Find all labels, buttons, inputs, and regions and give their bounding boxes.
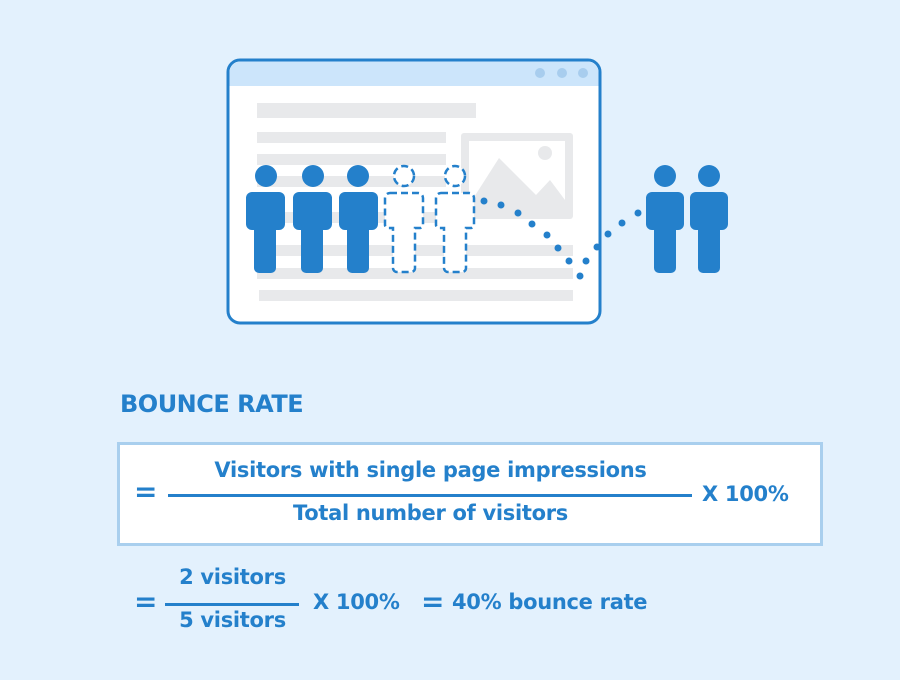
example-numerator: 2 visitors <box>179 565 286 589</box>
fraction-line <box>168 494 692 497</box>
equals-sign: = <box>134 475 158 508</box>
section-title: BOUNCE RATE <box>120 390 304 418</box>
visitor-left-icon <box>690 165 728 273</box>
formula-numerator: Visitors with single page impressions <box>214 458 647 482</box>
exit-path-dots <box>480 197 642 280</box>
example-denominator: 5 visitors <box>179 608 286 632</box>
window-dot-icon <box>535 68 545 78</box>
fraction-line <box>165 603 299 606</box>
browser-window <box>226 58 602 325</box>
equals-sign: = <box>134 585 158 618</box>
visitor-bounced-icon <box>434 164 476 274</box>
example-multiplier: X 100% <box>313 590 400 614</box>
bounce-illustration <box>226 58 728 325</box>
formula-denominator: Total number of visitors <box>293 501 568 525</box>
image-placeholder-icon <box>461 133 573 219</box>
visitor-stayed-icon <box>339 165 378 273</box>
window-dot-icon <box>578 68 588 78</box>
result-value: 40% bounce rate <box>452 590 648 614</box>
window-dot-icon <box>557 68 567 78</box>
visitor-bounced-icon <box>383 164 425 274</box>
result-equals-sign: = <box>421 585 445 618</box>
visitor-left-icon <box>646 165 684 273</box>
formula-multiplier: X 100% <box>702 482 789 506</box>
visitor-stayed-icon <box>293 165 332 273</box>
visitor-stayed-icon <box>246 165 285 273</box>
formula-box: = Visitors with single page impressions … <box>117 442 823 546</box>
